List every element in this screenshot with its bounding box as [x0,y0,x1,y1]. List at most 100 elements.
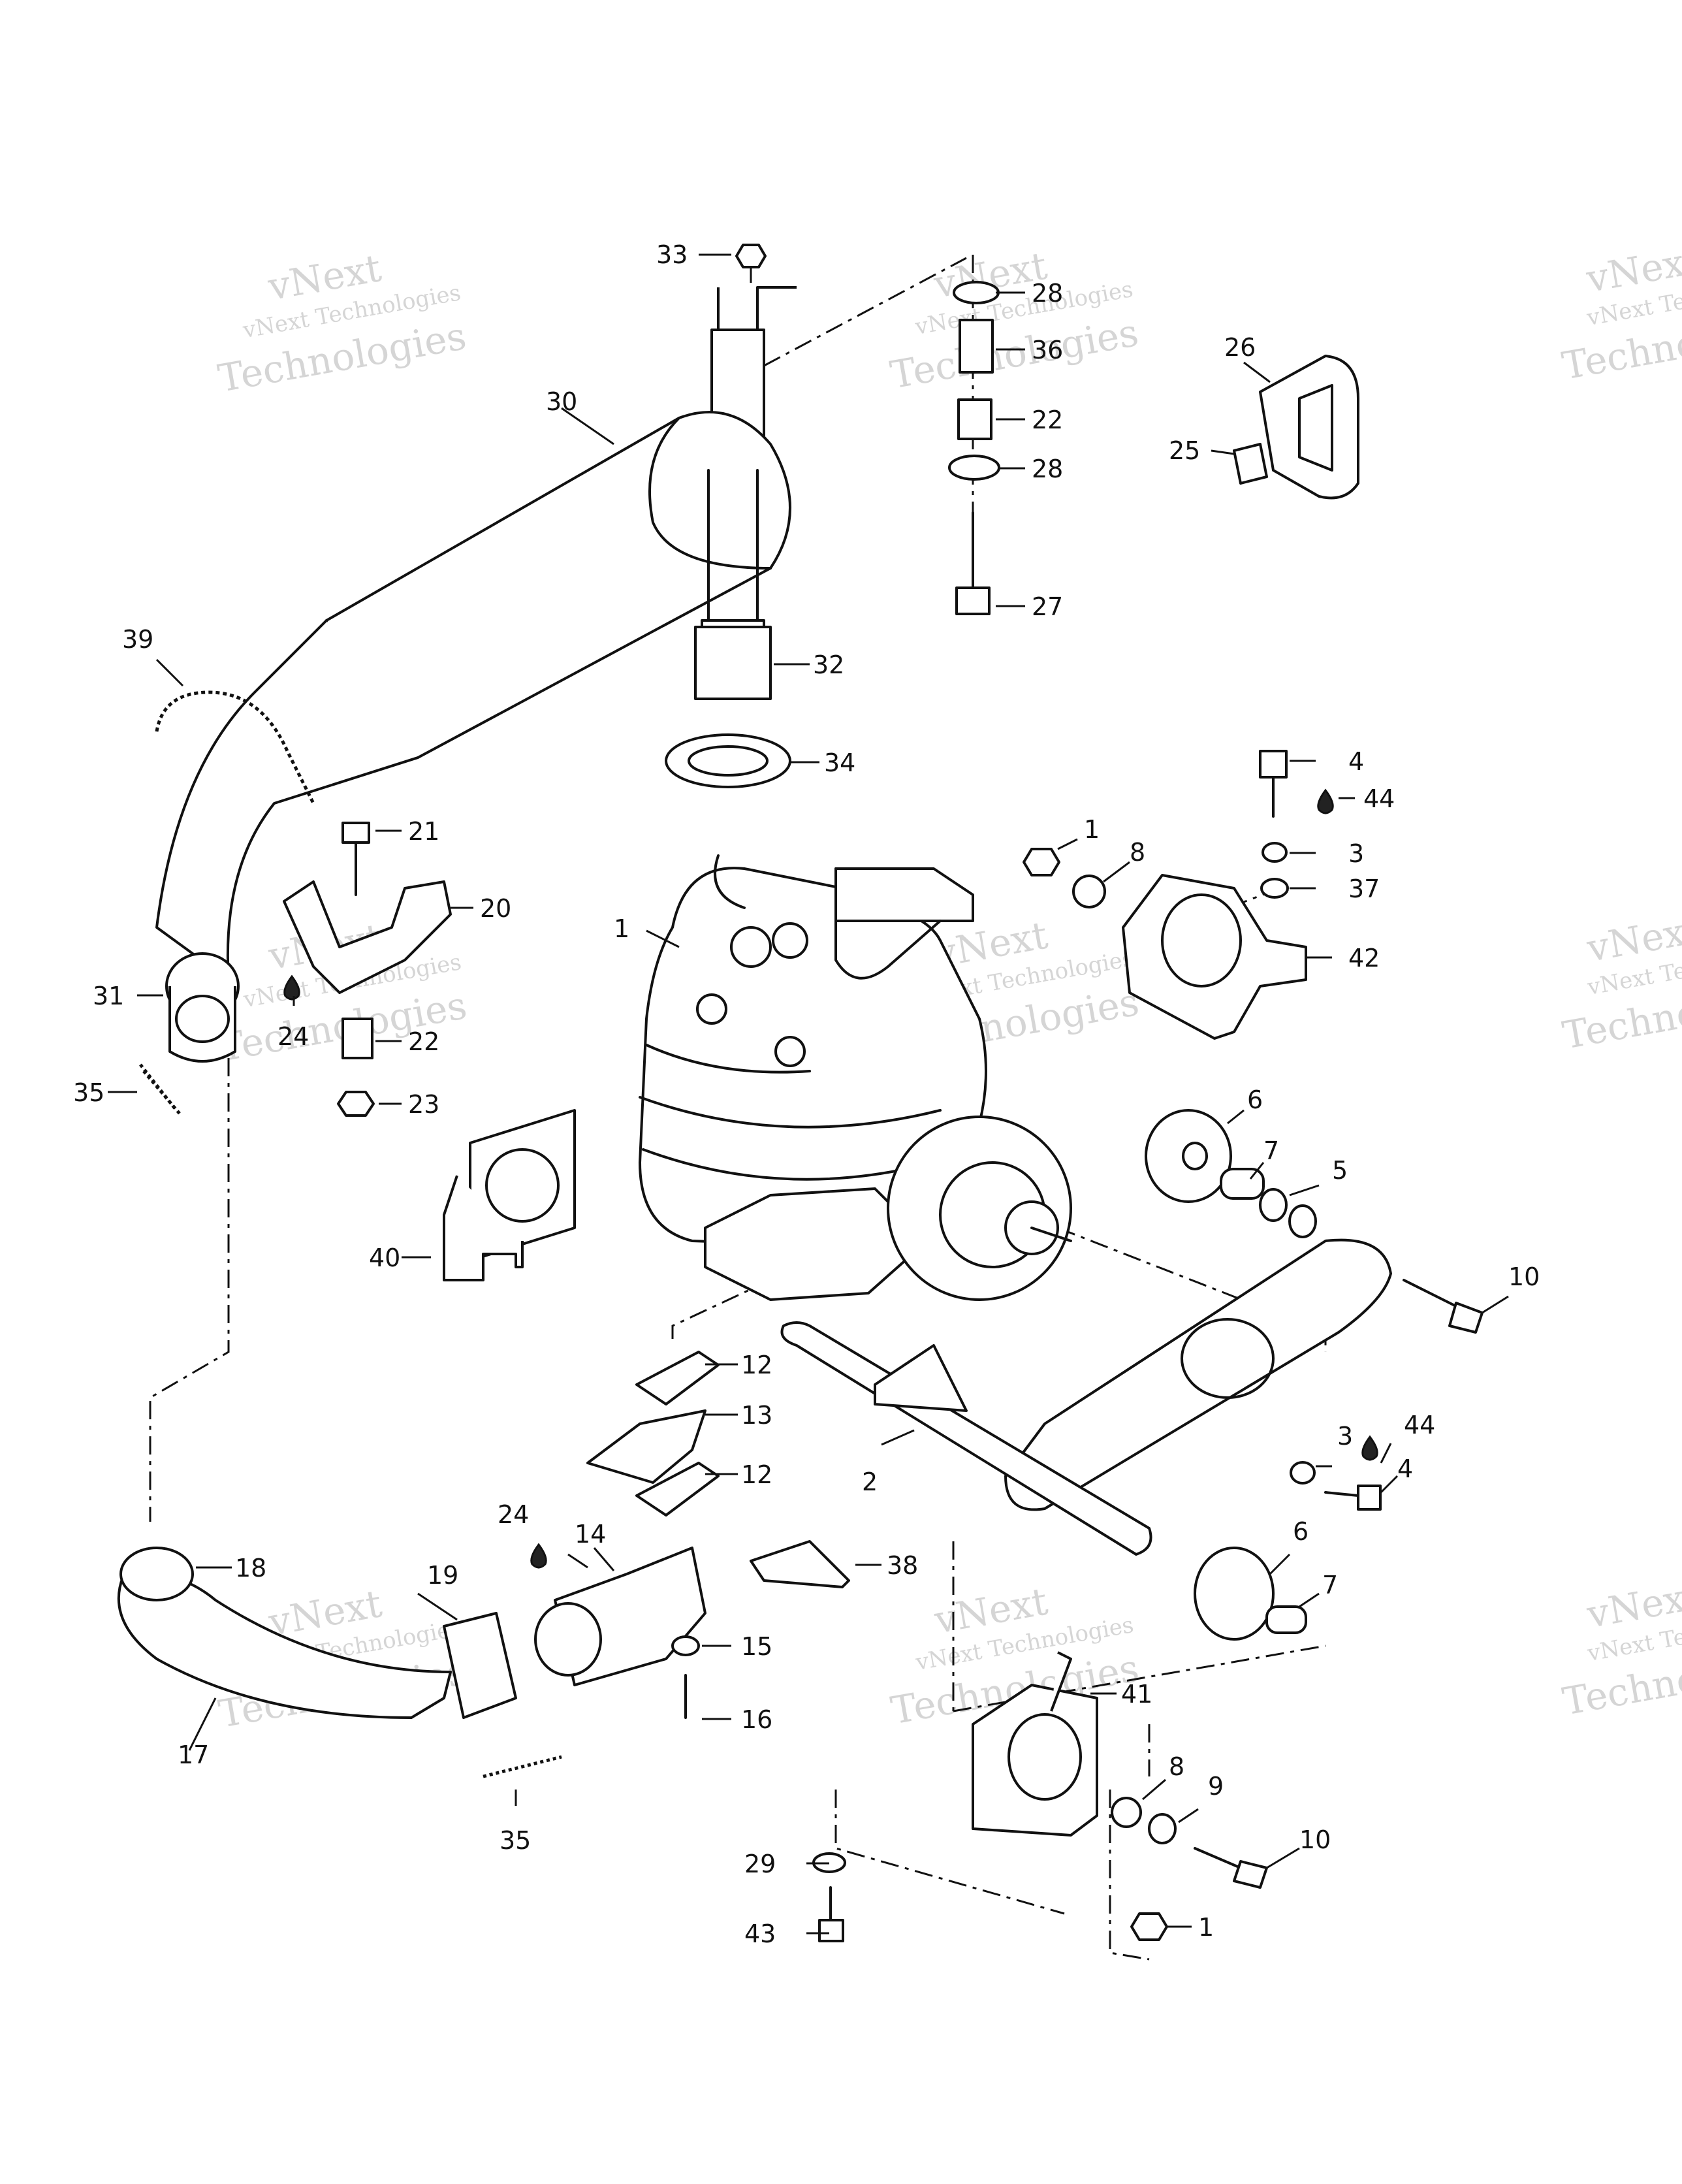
callout-17: 17 [178,1741,209,1769]
handle-insert-25 [1233,443,1268,485]
callout-20: 20 [480,894,511,923]
callout-6-bottom: 6 [1293,1517,1309,1546]
sealant-drop-icon [1361,1435,1378,1461]
grommet-34 [665,733,791,788]
nut-1-top [1023,848,1060,876]
gasket-12-bottom [635,1462,720,1517]
callout-1-engine: 1 [614,914,629,943]
watermark-mid-right: vNext vNext Technologies Technologies [1559,907,1682,1058]
bolt-27 [955,511,991,615]
callout-10-top: 10 [1508,1262,1540,1291]
bracket-20 [283,880,452,994]
callout-26: 26 [1224,333,1256,362]
washer-15 [671,1635,700,1656]
washer-28-top [953,281,1000,304]
spring-22-mid [341,1018,373,1059]
coupler-31 [165,952,240,1063]
callout-8-bottom: 8 [1169,1752,1184,1781]
callout-34: 34 [824,748,855,777]
nut-33 [735,244,767,268]
bushing-36 [959,319,994,374]
callout-27: 27 [1032,592,1063,621]
bracket-40 [443,1109,576,1281]
exhaust-pipe-17 [117,1547,452,1719]
bolt-10-top [1403,1279,1484,1334]
washer-3-top [1262,842,1288,863]
watermark-bottom-right: vNext vNext Technologies Technologies [1559,1573,1682,1724]
coupler-19 [443,1612,517,1719]
spacer-7-bottom [1265,1605,1307,1634]
sealant-drop-icon [283,974,300,1001]
callout-1-bottom: 1 [1198,1913,1214,1942]
callout-22-mid: 22 [408,1027,439,1056]
rubber-mount-6-top [1145,1109,1232,1203]
bolt-43 [818,1886,844,1942]
watermark-top-right: vNext vNext Technologies Technologies [1559,238,1682,389]
callout-7-top: 7 [1263,1136,1279,1165]
rubber-mount-6-bottom [1194,1547,1275,1641]
watermark-top-center: vNext vNext Technologies Technologies [887,244,1142,398]
callout-28-top: 28 [1032,279,1063,308]
callout-16: 16 [741,1705,772,1734]
bolt-4-top [1259,750,1288,818]
watermark-top-left: vNext vNext Technologies Technologies [215,246,469,401]
spacer-7-top [1220,1168,1265,1200]
sealant-drop-icon [530,1543,547,1569]
callout-12-top: 12 [741,1351,772,1379]
callout-8-top: 8 [1130,838,1145,867]
washer-5a [1259,1188,1288,1222]
callout-28-mid: 28 [1032,455,1063,483]
callout-21: 21 [408,817,439,846]
callout-39: 39 [122,625,153,654]
lower-mount-41 [972,1651,1098,1837]
washer-5b [1288,1204,1317,1238]
callout-4-top: 4 [1348,747,1364,776]
callout-10-bottom: 10 [1299,1825,1331,1854]
spring-35-bottom [483,1755,562,1778]
grommet-32 [694,626,772,700]
washer-37 [1260,878,1289,899]
callout-30: 30 [546,387,577,416]
callout-35-bottom: 35 [500,1826,531,1855]
callout-29: 29 [744,1850,776,1878]
callout-13: 13 [741,1401,772,1430]
washer-28-mid [948,455,1000,481]
spring-22-top [957,398,992,440]
callout-3-top: 3 [1348,839,1364,868]
heat-shield-spring-39 [155,690,315,805]
manifold-13 [586,1409,706,1484]
callout-14: 14 [575,1520,606,1549]
callout-43: 43 [744,1919,776,1948]
mount-shaft-2 [780,1321,1152,1556]
starter-handle-26 [1259,355,1359,500]
callout-18: 18 [235,1554,266,1582]
bolt-21 [341,822,370,896]
bracket-38 [750,1540,850,1588]
washer-8-top [1072,875,1106,908]
nut-23 [337,1091,375,1117]
callout-31: 31 [93,982,124,1010]
callout-32: 32 [813,650,844,679]
callout-24-bottom: 24 [498,1500,529,1529]
callout-5: 5 [1332,1156,1348,1185]
callout-7-bottom: 7 [1322,1571,1338,1599]
motor-mount-42 [1122,874,1307,1040]
callout-42: 42 [1348,944,1380,972]
callout-19: 19 [427,1561,458,1590]
washer-9 [1148,1813,1177,1844]
engine [639,854,1072,1301]
callout-12-bottom: 12 [741,1460,772,1489]
callout-6-top: 6 [1247,1085,1263,1114]
engine-plate [1004,1238,1392,1511]
callout-3-bottom: 3 [1337,1422,1353,1451]
callout-2: 2 [862,1468,878,1496]
callout-4-bottom: 4 [1397,1454,1413,1483]
sealant-drop-icon [1317,788,1334,814]
callout-24-top: 24 [278,1022,309,1051]
callout-37: 37 [1348,875,1380,903]
callout-35-top: 35 [73,1078,104,1107]
exhaust-elbow-14 [534,1547,706,1686]
callout-25: 25 [1169,436,1200,465]
callout-40: 40 [369,1244,400,1272]
